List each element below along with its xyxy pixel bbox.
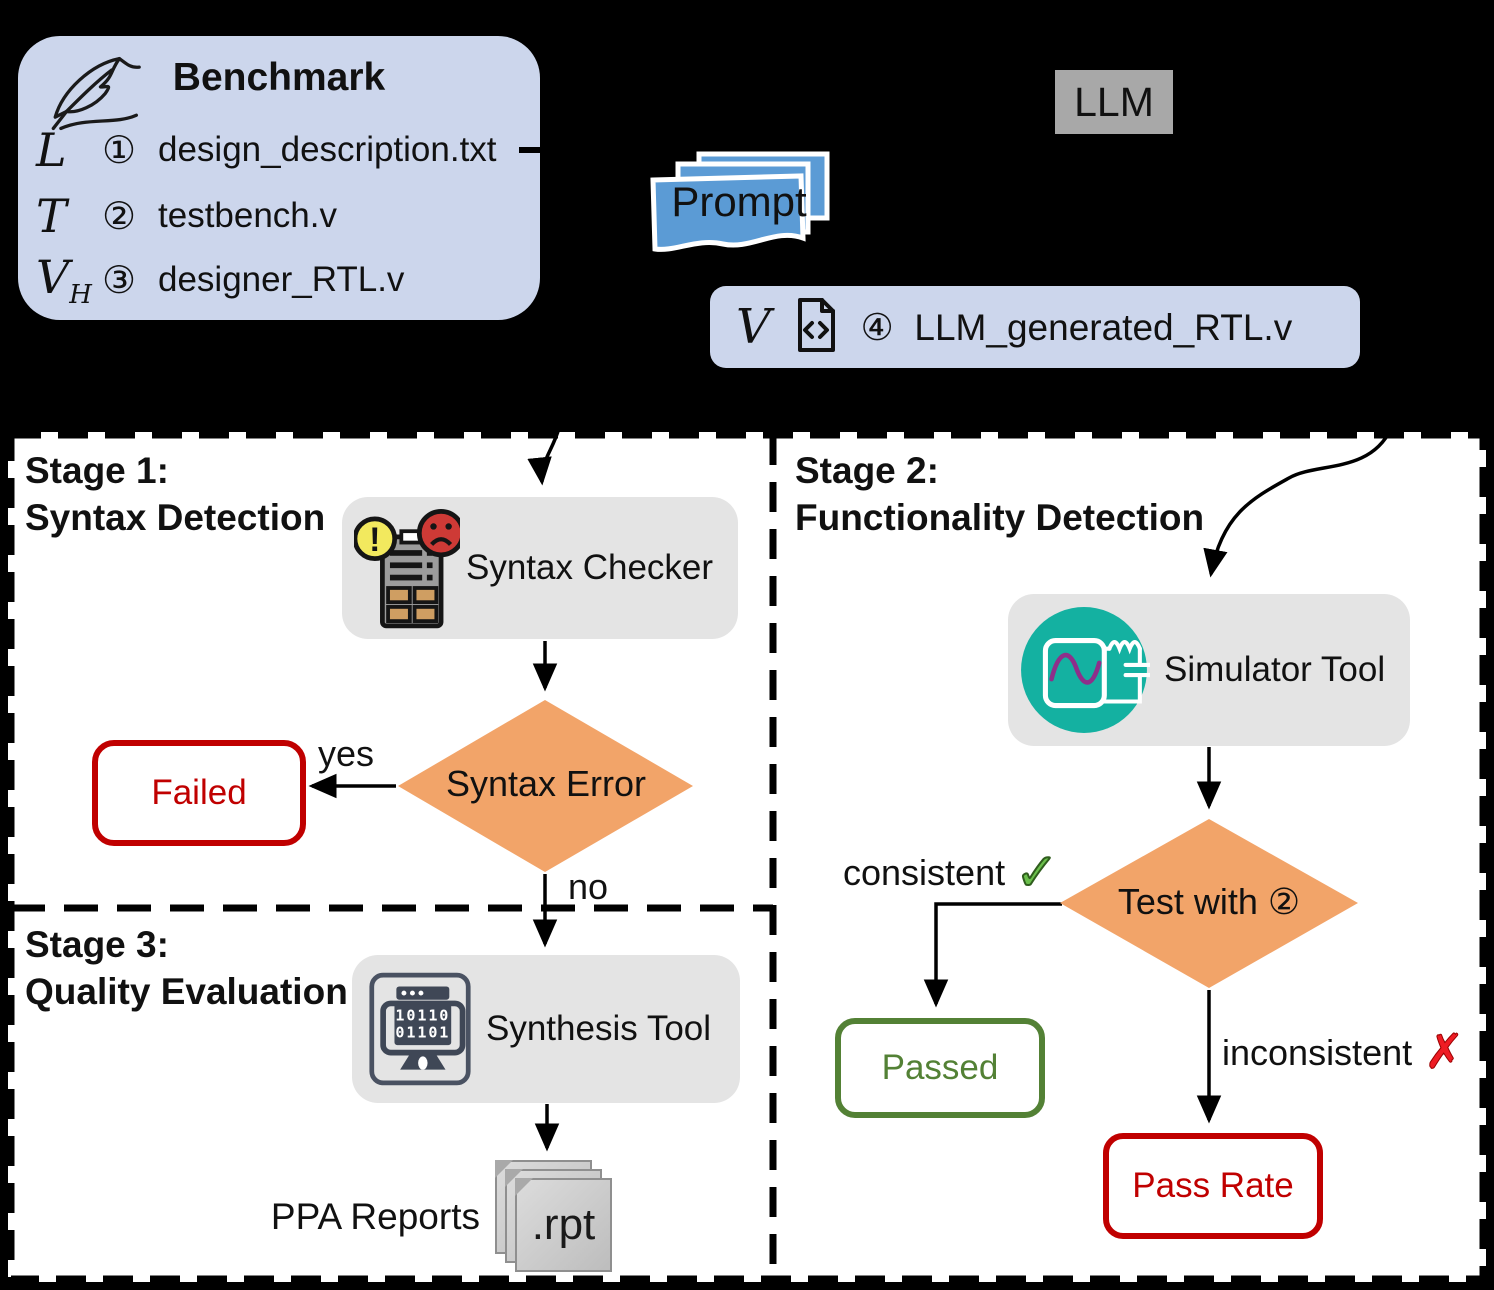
math-symbol-V: V [736,299,771,355]
prompt-label: Prompt [671,178,807,225]
circled-number-2: ② [102,195,137,238]
file-name: designer_RTL.v [158,260,405,299]
stage2-title: Stage 2:Functionality Detection [795,450,1205,538]
svg-text:!: ! [369,521,380,559]
quill-pen-icon [42,48,142,145]
waveform-plug-icon [1021,607,1150,733]
consistent-edge-label: consistent ✓ [843,844,1060,902]
llm-generated-rtl-box: V ④ LLM_generated_RTL.v [710,286,1360,368]
llm-label: LLM [1074,78,1154,125]
benchmark-item-designer-rtl: VH ③ designer_RTL.v [36,250,404,310]
file-name: design_description.txt [158,130,497,169]
stage3-title: Stage 3:Quality Evaluation [25,924,348,1012]
yes-edge-label: yes [318,733,375,774]
circled-number-3: ③ [102,259,137,302]
benchmark-item-testbench: T ② testbench.v [36,186,337,246]
lint-error-icon: ! [354,508,460,629]
monitor-binary-icon: 10110 01101 [369,972,471,1086]
simulator-tool-node: Simulator Tool [1008,594,1410,746]
synthesis-tool-label: Synthesis Tool [486,1009,712,1048]
math-symbol-L: L [36,123,67,177]
math-symbol-T: T [36,189,67,243]
failed-result-box: Failed [92,740,306,846]
svg-text:01101: 01101 [395,1024,450,1042]
benchmark-item-description: L ① design_description.txt [36,120,497,180]
svg-text:10110: 10110 [395,1006,450,1024]
passed-result-box: Passed [835,1018,1045,1118]
synthesis-tool-node: 10110 01101 Synthesis Tool [352,955,740,1103]
benchmark-title: Benchmark [172,56,386,99]
test-with-label: Test with ② [1117,881,1301,922]
code-file-icon [793,296,839,359]
inconsistent-edge-label: inconsistent ✗ [1222,1026,1465,1079]
green-check-icon: ✓ [1014,844,1060,902]
generated-file-label: ④ LLM_generated_RTL.v [860,306,1293,348]
syntax-error-label: Syntax Error [445,763,647,804]
arrow-fragment [519,147,540,153]
stacked-documents-icon: .rpt [495,1160,615,1278]
simulator-tool-label: Simulator Tool [1164,650,1386,689]
no-edge-label: no [568,866,609,907]
red-cross-icon: ✗ [1424,1026,1465,1079]
report-doc-front: .rpt [515,1178,612,1272]
circled-number-1: ① [102,129,137,172]
syntax-checker-label: Syntax Checker [466,548,714,587]
ppa-reports-label: PPA Reports [270,1196,480,1237]
file-name: testbench.v [158,196,337,235]
pass-rate-result-box: Pass Rate [1103,1133,1323,1239]
syntax-checker-node: ! Syntax Checker [342,497,738,639]
llm-node: LLM [1055,70,1173,134]
math-symbol-VH: VH [36,249,92,311]
stage1-title: Stage 1:Syntax Detection [25,450,326,538]
prompt-cards-icon [645,150,837,267]
